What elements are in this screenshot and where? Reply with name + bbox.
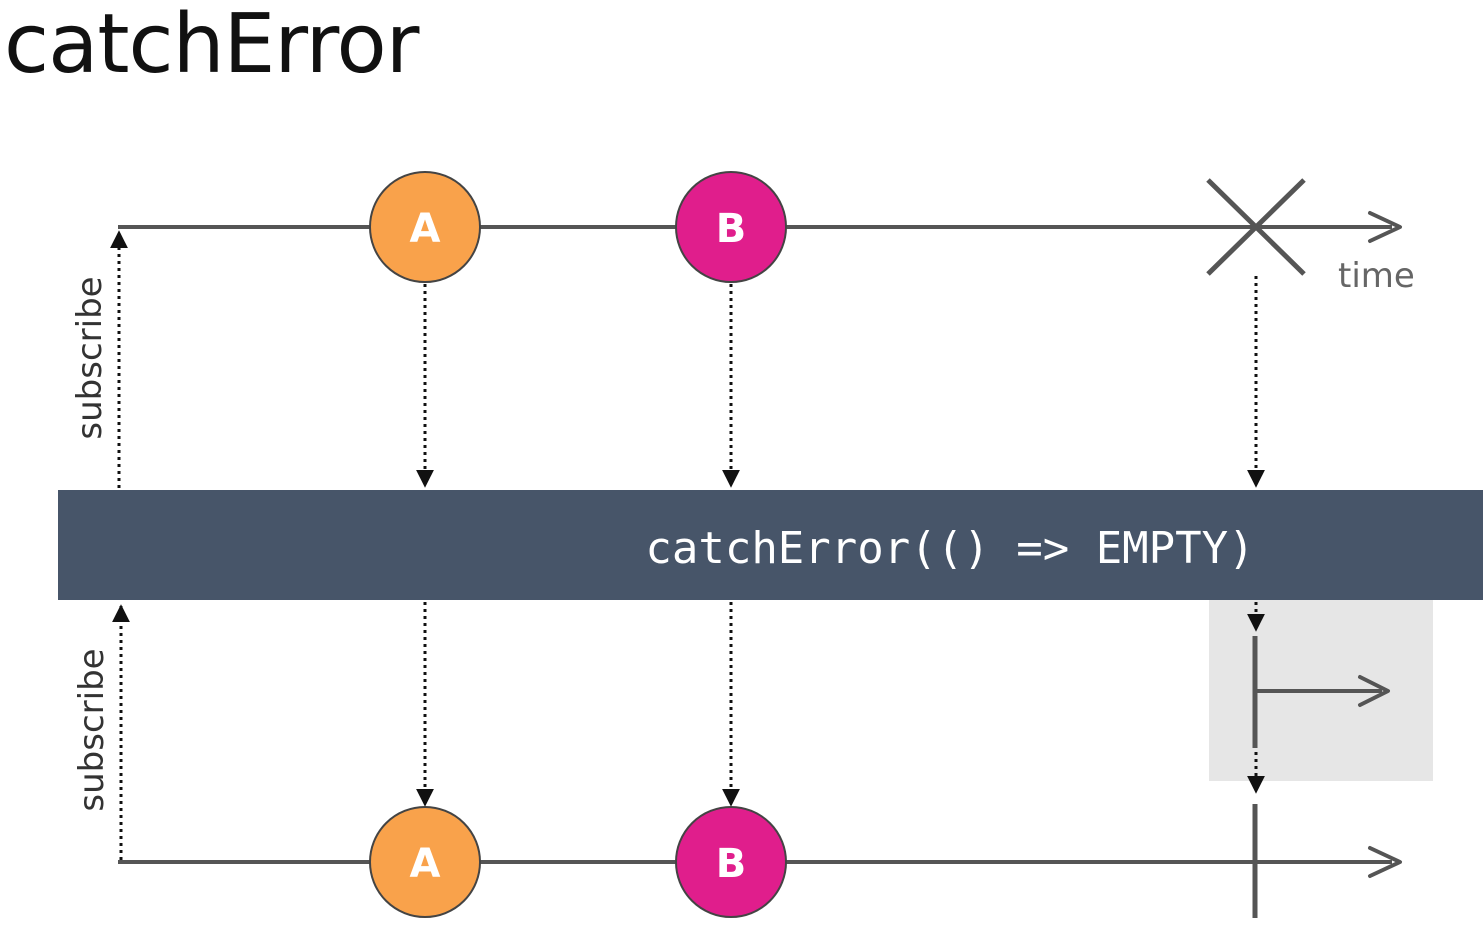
operator-box: catchError(() => EMPTY) [58,490,1483,600]
page-title: catchError [4,0,419,92]
source-stream: subscribe A B time [70,171,1415,488]
empty-timeline-arrowhead [1358,675,1390,707]
result-subscribe-label: subscribe [72,648,112,811]
result-marble-b: B [675,806,787,918]
source-marble-b: B [675,171,787,283]
empty-observable-icon [1209,600,1433,794]
source-timeline-arrowhead [1368,211,1402,243]
result-marble-b-label: B [716,841,747,887]
result-marble-a: A [369,806,481,918]
source-marble-b-label: B [716,206,747,252]
time-label: time [1338,256,1415,296]
error-x-icon [1206,178,1306,276]
result-timeline-arrowhead [1368,846,1402,878]
result-stream: subscribe A B [72,602,1402,918]
source-subscribe-label: subscribe [70,276,110,439]
source-marble-a-label: A [410,206,441,252]
result-marble-a-label: A [410,841,441,887]
operator-label: catchError(() => EMPTY) [645,523,1254,574]
source-marble-a: A [369,171,481,283]
